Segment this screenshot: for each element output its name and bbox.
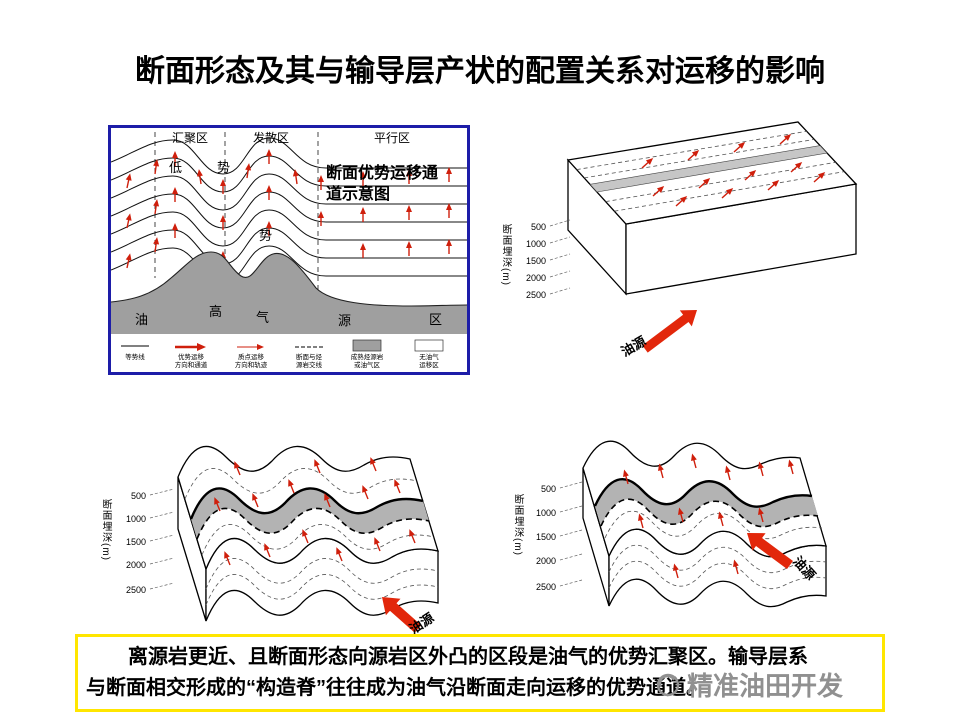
legend-label: 成熟烃源岩 bbox=[351, 352, 384, 361]
depth-label: 2500 bbox=[526, 290, 546, 300]
legend-label: 断面与烃 bbox=[296, 352, 323, 361]
depth-axis-label: 断面埋深(m) bbox=[100, 499, 111, 561]
legend-label: 无油气 bbox=[419, 352, 439, 361]
watermark-logo-icon bbox=[656, 673, 680, 696]
watermark: 精准油田开发 bbox=[655, 666, 843, 703]
legend-symbol-dominant-arrow bbox=[175, 343, 206, 351]
zone-label: 汇聚区 bbox=[172, 131, 208, 145]
block-faces bbox=[177, 445, 439, 622]
legend-symbol-particle-arrow bbox=[237, 344, 264, 350]
depth-ticks bbox=[149, 488, 175, 590]
source-rock-boundary bbox=[111, 251, 467, 307]
fault-band-bottom-edge bbox=[600, 498, 819, 528]
depth-axis-label: 断面埋深(m) bbox=[500, 224, 511, 286]
depth-label: 2000 bbox=[536, 556, 556, 566]
zone-label: 发散区 bbox=[253, 130, 289, 145]
block-c-svg: 500 1000 1500 2000 2500 bbox=[536, 440, 827, 608]
depth-label: 1000 bbox=[526, 239, 546, 249]
legend-label: 质点运移 bbox=[238, 352, 265, 361]
potential-map-svg: 汇聚区 发散区 平行区 低 势 势 高 油 气 源 区 bbox=[111, 130, 467, 369]
depth-label: 2000 bbox=[526, 273, 546, 283]
depth-contours bbox=[576, 130, 845, 212]
depth-label: 1500 bbox=[536, 532, 556, 542]
source-rock-area bbox=[111, 252, 467, 334]
depth-contours bbox=[184, 468, 439, 606]
field-label-low: 低 bbox=[169, 160, 182, 175]
block-faces bbox=[566, 121, 858, 296]
block-b-svg: 500 1000 1500 2000 2500 bbox=[126, 445, 439, 633]
map-caption-line2: 道示意图 bbox=[326, 185, 391, 203]
field-label-low: 势 bbox=[217, 160, 230, 175]
legend-label: 方向和轨迹 bbox=[235, 360, 268, 369]
fault-band bbox=[191, 488, 429, 539]
depth-ticks bbox=[549, 219, 571, 295]
depth-label: 1000 bbox=[126, 514, 146, 524]
fault-band-top-edge bbox=[189, 487, 424, 520]
legend-label: 源岩交线 bbox=[296, 360, 323, 369]
block-a-svg: 500 1000 1500 2000 2500 bbox=[526, 121, 858, 353]
depth-axis-label: 断面埋深(m) bbox=[512, 494, 523, 556]
field-label-area: 区 bbox=[429, 312, 442, 327]
depth-label: 500 bbox=[531, 222, 546, 232]
map-legend: 等势线 优势运移 方向和通道 质点运移 方向和轨迹 断面与烃 源岩交线 成熟烃源… bbox=[121, 339, 444, 369]
watermark-text: 精准油田开发 bbox=[687, 671, 844, 701]
page-title: 断面形态及其与输导层产状的配置关系对运移的影响 bbox=[135, 55, 825, 88]
legend-label: 优势运移 bbox=[178, 352, 205, 361]
field-label-high: 高 bbox=[209, 304, 222, 319]
block-diagram-wavy-fault-right: 500 1000 1500 2000 2500 断面埋深(m) 油源 bbox=[478, 418, 868, 643]
depth-label: 1500 bbox=[526, 256, 546, 266]
field-label-mid: 势 bbox=[259, 228, 272, 243]
depth-label: 500 bbox=[131, 491, 146, 501]
depth-label: 1500 bbox=[126, 537, 146, 547]
note-line2: 与断面相交形成的“构造脊”往往成为油气沿断面走向运移的优势通道。 bbox=[86, 677, 706, 699]
legend-label: 等势线 bbox=[125, 352, 145, 361]
depth-label: 2000 bbox=[126, 560, 146, 570]
legend-symbol-mature-source bbox=[352, 339, 382, 352]
map-caption: 断面优势运移通 道示意图 bbox=[326, 164, 452, 206]
depth-label: 1000 bbox=[536, 508, 556, 518]
block-diagram-planar-fault: 500 1000 1500 2000 2500 断面埋深(m) 油源 bbox=[480, 112, 865, 362]
depth-label: 500 bbox=[541, 484, 556, 494]
field-label-source: 源 bbox=[338, 313, 351, 328]
zone-label: 平行区 bbox=[374, 131, 410, 145]
oil-source-arrow bbox=[642, 310, 697, 353]
depth-label: 2500 bbox=[536, 582, 556, 592]
potential-map-figure: 汇聚区 发散区 平行区 低 势 势 高 油 气 源 区 bbox=[108, 125, 470, 375]
fault-band-top-edge bbox=[593, 478, 813, 508]
fault-band bbox=[589, 145, 828, 193]
field-label-gas: 气 bbox=[256, 310, 269, 325]
depth-contours bbox=[604, 510, 827, 590]
depth-ticks bbox=[559, 481, 583, 587]
legend-label: 或油气区 bbox=[354, 360, 381, 369]
block-diagram-wavy-fault-left: 500 1000 1500 2000 2500 断面埋深(m) 油源 bbox=[80, 415, 470, 640]
oil-source-arrow bbox=[747, 533, 793, 569]
map-caption-line1: 断面优势运移通 bbox=[326, 165, 439, 182]
conclusion-note-box: 离源岩更近、且断面形态向源岩区外凸的区段是油气的优势汇聚区。输导层系 与断面相交… bbox=[75, 634, 885, 712]
legend-label: 运移区 bbox=[419, 360, 439, 369]
legend-symbol-no-migration bbox=[414, 339, 444, 352]
oil-source-arrow bbox=[382, 597, 422, 633]
legend-label: 方向和通道 bbox=[175, 360, 208, 369]
field-label-oil: 油 bbox=[135, 312, 148, 327]
depth-label: 2500 bbox=[126, 585, 146, 595]
note-line1: 离源岩更近、且断面形态向源岩区外凸的区段是油气的优势汇聚区。输导层系 bbox=[128, 646, 808, 668]
